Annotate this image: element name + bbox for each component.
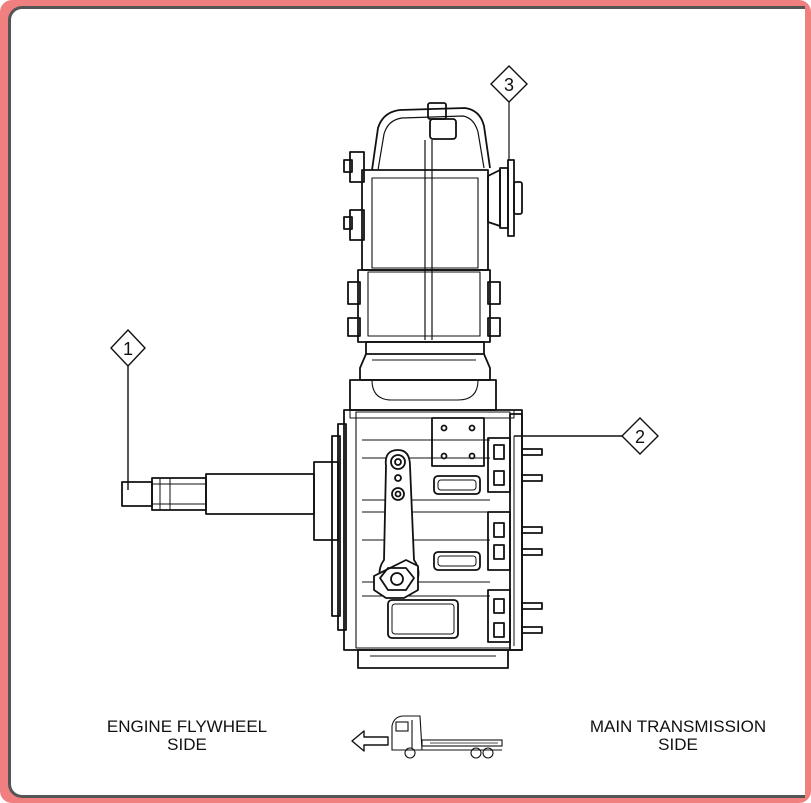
stud-rod — [521, 448, 543, 456]
stud-nut — [493, 444, 505, 460]
stud-nut — [493, 598, 505, 614]
stud-nut — [493, 470, 505, 486]
lower-gearbox — [331, 409, 523, 669]
callout-3-number: 3 — [504, 75, 514, 95]
arrow-left-icon — [351, 730, 389, 752]
engine-flywheel-side-label: ENGINE FLYWHEEL SIDE — [106, 717, 268, 754]
main-transmission-side-label: MAIN TRANSMISSION SIDE — [589, 717, 767, 754]
stud-rod — [521, 474, 543, 482]
truck-icon — [391, 715, 503, 759]
output-flange — [487, 100, 523, 237]
callout-1: 1 — [110, 328, 146, 368]
upper-housing — [343, 102, 501, 411]
stud-rod — [521, 548, 543, 556]
right-studs — [493, 444, 543, 638]
callout-3: 3 — [490, 65, 528, 103]
diagram-panel — [8, 6, 805, 798]
stud-rod — [521, 626, 543, 634]
shift-lever — [373, 449, 420, 599]
stud-nut — [493, 544, 505, 560]
stud-nut — [493, 522, 505, 538]
callout-1-number: 1 — [123, 339, 133, 359]
callout-2-number: 2 — [635, 427, 645, 447]
stud-rod — [521, 526, 543, 534]
stud-rod — [521, 602, 543, 610]
stud-nut — [493, 622, 505, 638]
input-shaft — [121, 461, 339, 541]
callout-2: 2 — [621, 417, 659, 455]
